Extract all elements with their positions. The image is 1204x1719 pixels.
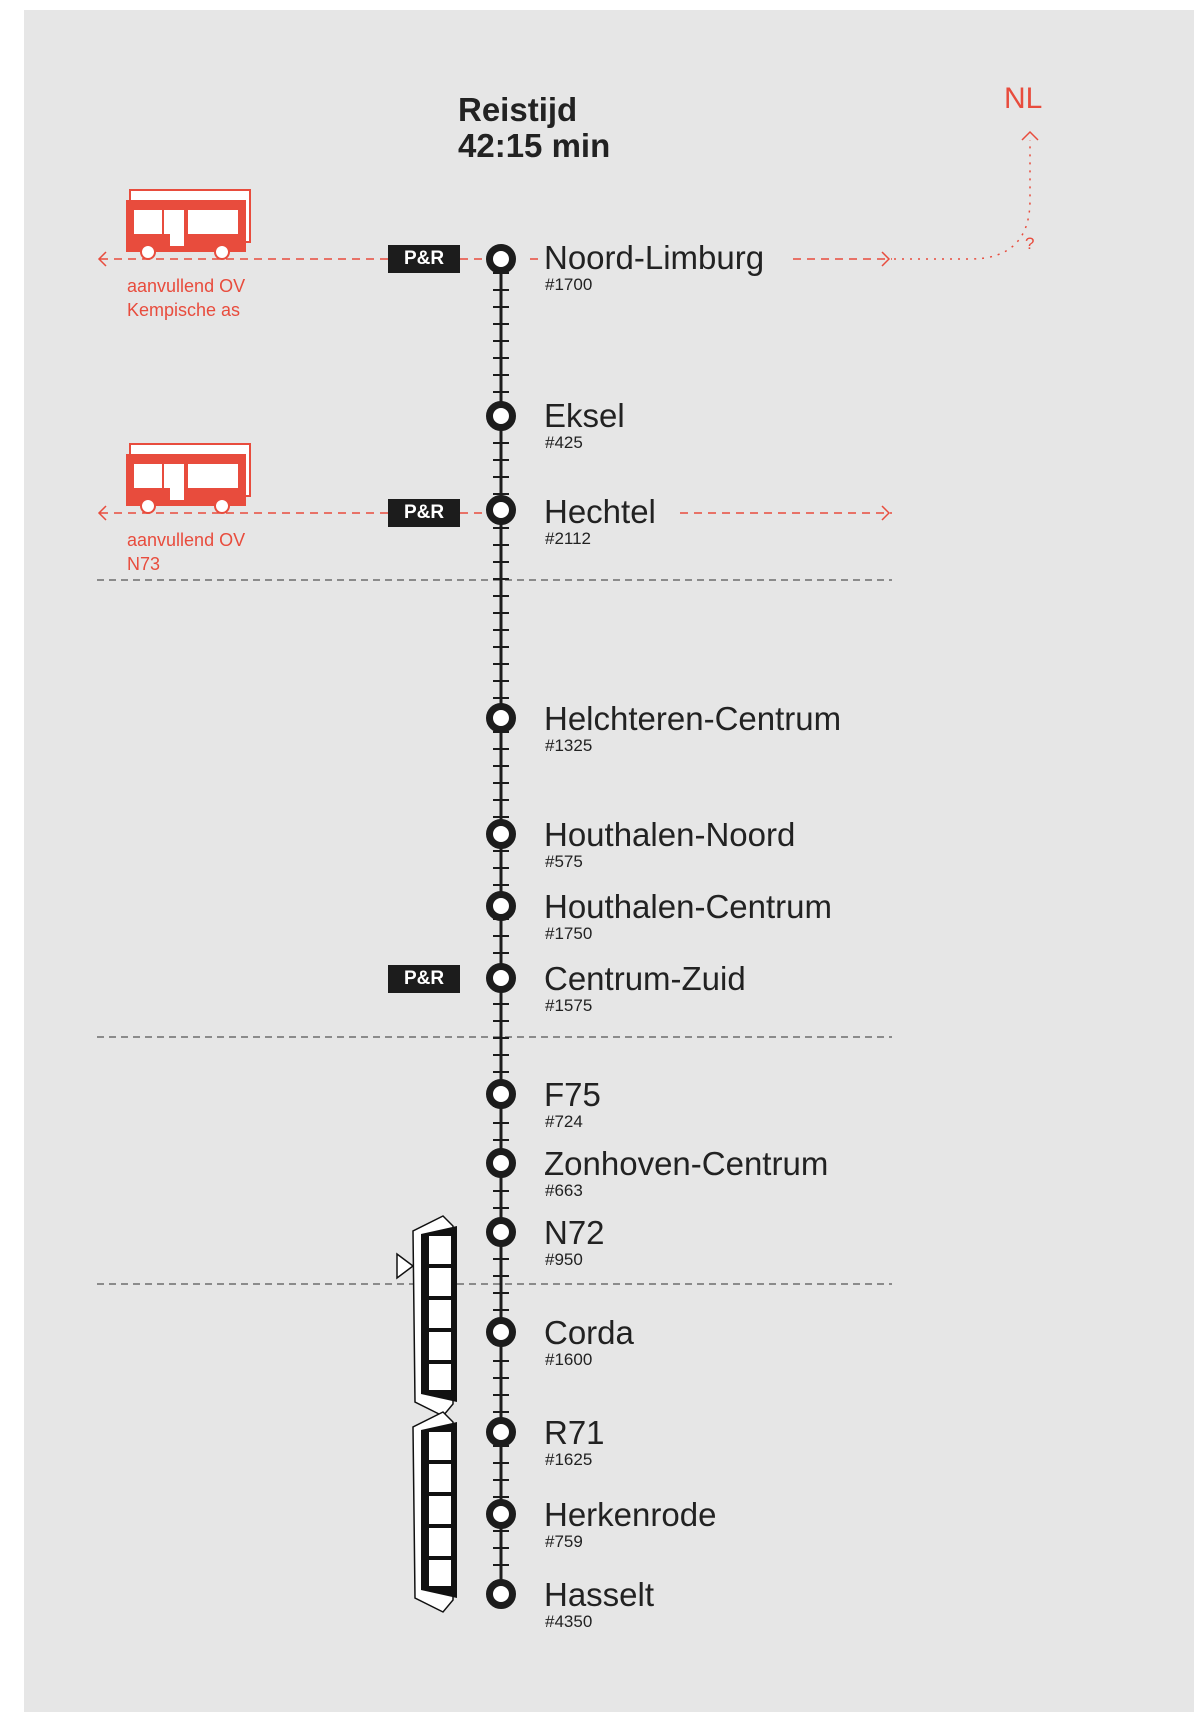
arrow-up-icon (1021, 130, 1039, 141)
extension-unknown-mark: ? (1025, 234, 1035, 253)
park-and-ride-badge: P&R (388, 499, 460, 527)
stop-circles (486, 244, 516, 1609)
travel-time-value: 42:15 min (458, 127, 611, 164)
stop-name: Houthalen-Noord (544, 816, 796, 853)
stop-name: N72 (544, 1214, 605, 1251)
park-and-ride-badge: P&R (388, 245, 460, 273)
stop-marker (486, 1417, 516, 1447)
stop-marker (486, 495, 516, 525)
arrow-left-icon (97, 505, 107, 521)
arrow-left-icon (97, 251, 107, 267)
stop-name: Eksel (544, 397, 625, 434)
stop-passengers: #1625 (545, 1450, 593, 1469)
stop-name: R71 (544, 1414, 605, 1451)
stop-passengers: #759 (545, 1532, 583, 1551)
diagram-background (24, 10, 1194, 1712)
stop-passengers: #575 (545, 852, 583, 871)
stop-name: Hechtel (544, 493, 656, 530)
extension-label: NL (1004, 82, 1043, 115)
connection-note: N73 (127, 554, 161, 574)
stop-passengers: #663 (545, 1181, 583, 1200)
stop-marker (486, 1579, 516, 1609)
stop-marker (486, 1148, 516, 1178)
stop-passengers: #1575 (545, 996, 593, 1015)
stop-marker (486, 1217, 516, 1247)
stop-name: Centrum-Zuid (544, 960, 746, 997)
arrow-right-icon (881, 505, 891, 521)
stop-passengers: #1700 (545, 275, 593, 294)
tram-icon (396, 1215, 458, 1613)
stop-name: Houthalen-Centrum (544, 888, 832, 925)
play-triangle-icon (396, 1252, 415, 1280)
stop-marker (486, 891, 516, 921)
stop-name: Corda (544, 1314, 634, 1351)
park-and-ride-badge: P&R (388, 965, 460, 993)
stop-marker (486, 703, 516, 733)
stop-passengers: #1750 (545, 924, 593, 943)
bus-icon (125, 189, 251, 260)
stop-marker (486, 244, 516, 274)
stop-passengers: #4350 (545, 1612, 593, 1631)
bus-icon (125, 443, 251, 514)
stop-passengers: #950 (545, 1250, 583, 1269)
stop-name: Herkenrode (544, 1496, 717, 1533)
arrow-right-icon (881, 251, 891, 267)
connection-note: Kempische as (127, 300, 241, 320)
stop-name: Zonhoven-Centrum (544, 1145, 829, 1182)
stop-passengers: #1325 (545, 736, 593, 755)
stop-marker (486, 1499, 516, 1529)
stop-marker (486, 1317, 516, 1347)
connection-note: aanvullend OV (127, 530, 246, 550)
stop-name: Hasselt (544, 1576, 655, 1613)
stop-marker (486, 819, 516, 849)
stop-name: F75 (544, 1076, 601, 1113)
extension-dotted-path (894, 140, 1031, 260)
stop-passengers: #425 (545, 433, 583, 452)
stop-name: Noord-Limburg (544, 239, 765, 276)
stop-passengers: #724 (545, 1112, 583, 1131)
stop-marker (486, 1079, 516, 1109)
stop-marker (486, 963, 516, 993)
stop-marker (486, 401, 516, 431)
travel-time-label: Reistijd (458, 91, 578, 128)
stop-passengers: #2112 (545, 529, 592, 548)
track (493, 259, 509, 1598)
connection-note: aanvullend OV (127, 276, 246, 296)
stop-name: Helchteren-Centrum (544, 700, 842, 737)
stop-passengers: #1600 (545, 1350, 593, 1369)
